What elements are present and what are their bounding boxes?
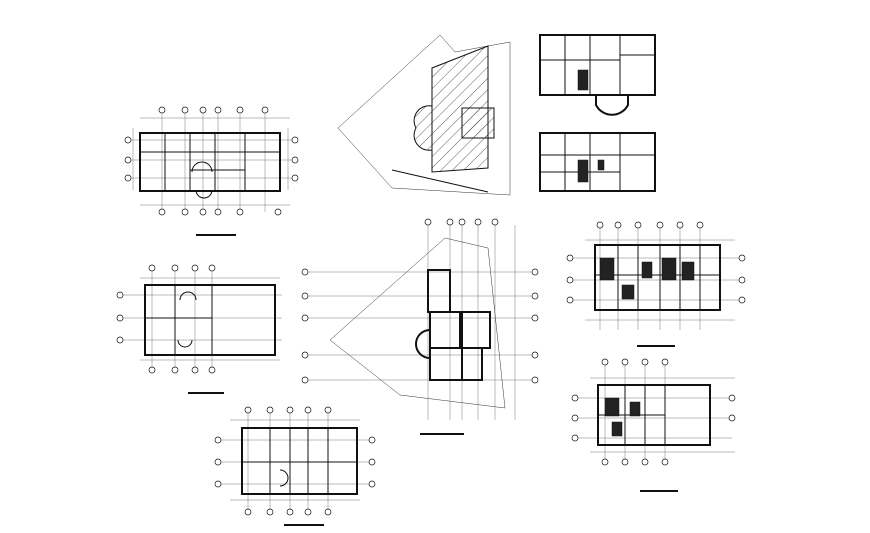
site-layout-center	[301, 218, 539, 435]
floor-plan-4	[214, 406, 376, 526]
floor-plan-3	[566, 221, 746, 347]
floor-plan-2	[116, 264, 282, 394]
floor-plan-5	[571, 358, 736, 492]
floor-plan-1	[124, 106, 299, 236]
roof-plan-lower	[539, 132, 656, 192]
roof-plan-upper	[539, 34, 656, 116]
site-plan	[337, 34, 511, 196]
